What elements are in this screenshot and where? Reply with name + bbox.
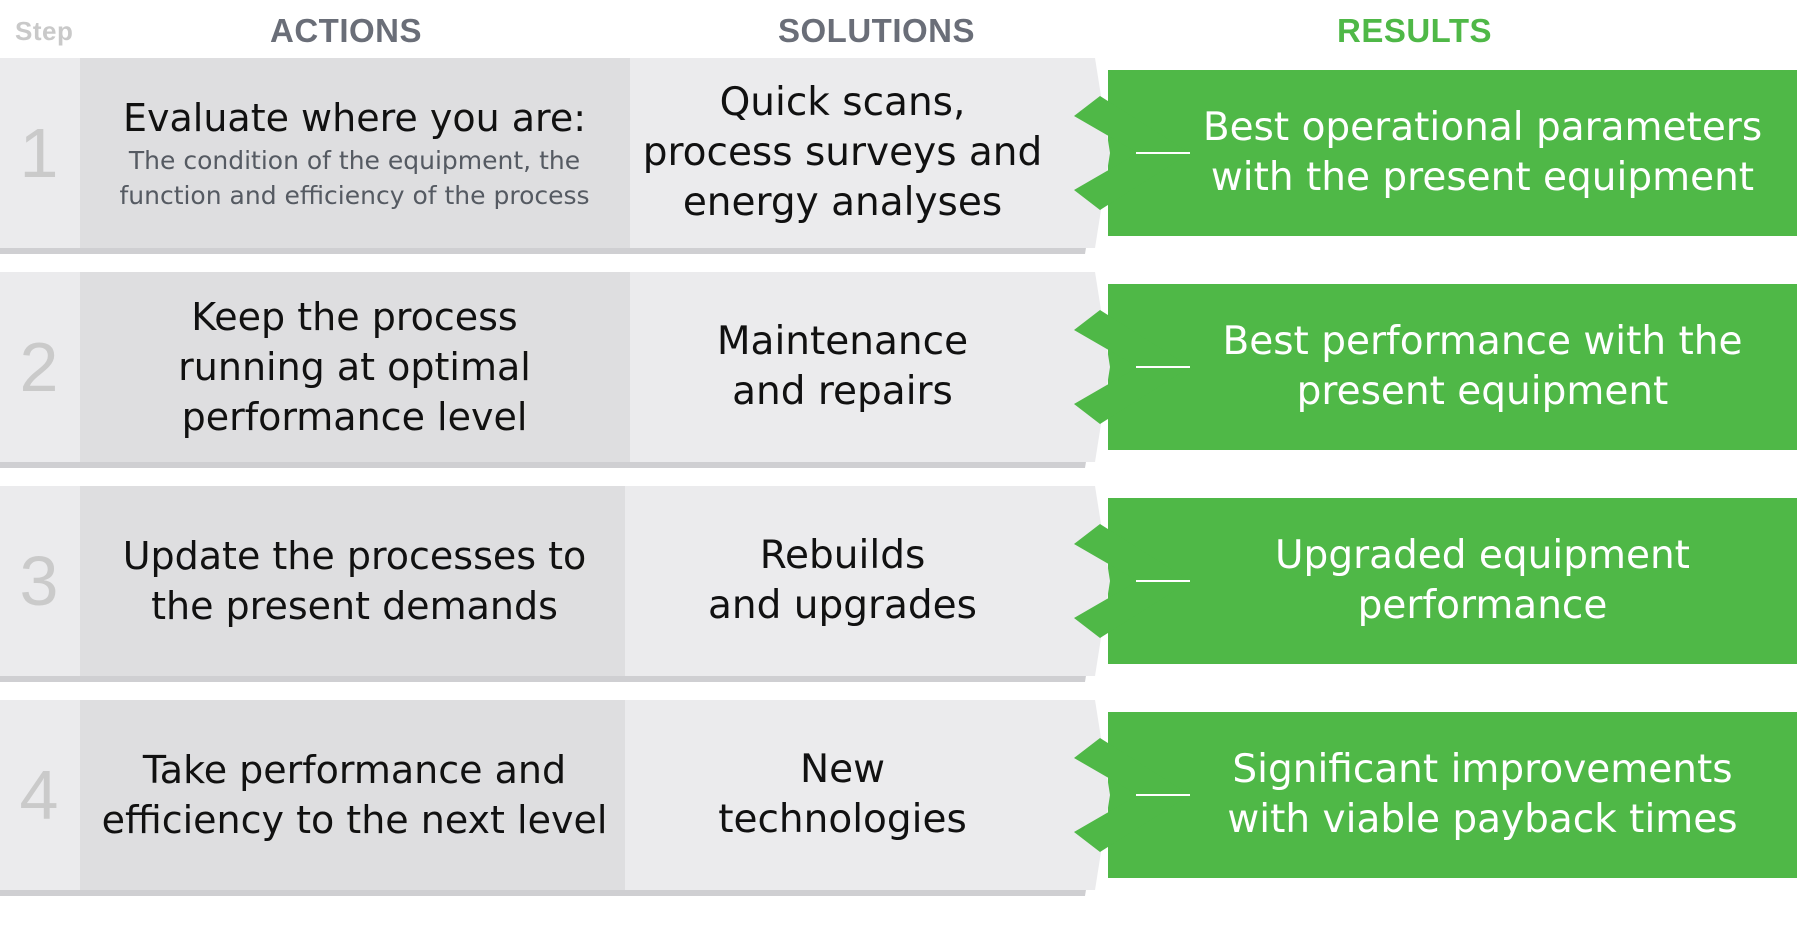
step-row-2: Best performance with the present equipm…: [0, 272, 1797, 472]
action-background: [80, 700, 625, 890]
step-row-4: Significant improvements with viable pay…: [0, 700, 1797, 900]
results-column-header: RESULTS: [1337, 12, 1493, 49]
row-panel: [0, 486, 1110, 676]
step-row-1: Best operational parameters with the pre…: [0, 58, 1797, 258]
action-cell: Keep the process running at optimal perf…: [82, 272, 627, 462]
row-panel: [0, 700, 1110, 890]
action-title: Take performance and efficiency to the n…: [101, 748, 608, 842]
action-background: [80, 272, 630, 462]
step-number: 4: [19, 756, 59, 834]
result-box: Significant improvements with viable pay…: [1108, 712, 1797, 878]
step-number: 3: [19, 542, 59, 620]
chevron-right-icon: [1074, 96, 1190, 210]
solutions-column-header: SOLUTIONS: [778, 12, 976, 49]
solution-cell: Maintenance and repairs: [716, 319, 969, 414]
action-title: Evaluate where you are:: [122, 96, 586, 140]
step-column-header: Step: [15, 16, 74, 46]
step-number: 1: [19, 114, 59, 192]
row-panel: [0, 58, 1110, 248]
row-panel: [0, 272, 1110, 462]
solution-cell: New technologies: [718, 747, 967, 842]
solution-cell: Quick scans, process surveys and energy …: [642, 80, 1043, 225]
chevron-right-icon: [1074, 310, 1190, 424]
actions-column-header: ACTIONS: [270, 12, 422, 49]
action-cell: Take performance and efficiency to the n…: [82, 700, 627, 890]
result-box: Best operational parameters with the pre…: [1108, 70, 1797, 236]
chevron-right-icon: [1074, 738, 1190, 852]
action-cell: Update the processes to the present dema…: [82, 486, 627, 676]
result-box: Upgraded equipment performance: [1108, 498, 1797, 664]
step-number: 2: [19, 328, 59, 406]
action-title: Update the processes to the present dema…: [122, 534, 587, 628]
action-background: [80, 486, 625, 676]
chevron-right-icon: [1074, 524, 1190, 638]
action-background: [80, 58, 630, 248]
action-subtitle: The condition of the equipment, the func…: [119, 146, 590, 210]
action-cell: Evaluate where you are: The condition of…: [82, 58, 627, 248]
result-box: Best performance with the present equipm…: [1108, 284, 1797, 450]
solution-cell: Rebuilds and upgrades: [707, 533, 977, 628]
step-row-3: Upgraded equipment performance 3 Update …: [0, 486, 1797, 686]
action-title: Keep the process running at optimal perf…: [178, 295, 531, 439]
